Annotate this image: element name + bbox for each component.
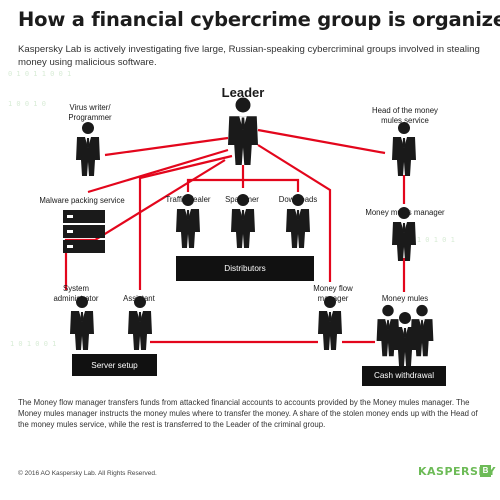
money-mules-manager-label: Money mules manager — [365, 208, 445, 217]
head-money-mules-figure — [392, 122, 416, 176]
distributors-box — [176, 256, 314, 281]
connector-leader-malware — [87, 148, 229, 194]
head-money-mules-label: Head of the money mules service — [372, 106, 438, 125]
spammer-label: Spammer — [225, 195, 259, 204]
money-mule-figure — [393, 312, 417, 366]
copyright-text: © 2016 AO Kaspersky Lab. All Rights Rese… — [18, 470, 157, 477]
virus-writer-label: Virus writer/ Programmer — [68, 103, 112, 122]
system-admin-label: System administrator — [53, 284, 99, 303]
leader-figure — [228, 97, 258, 165]
spammer-figure — [231, 194, 255, 248]
malware-packing-label: Malware packing service — [39, 196, 125, 205]
cash-withdrawal-box-label: Cash withdrawal — [373, 371, 435, 380]
assistant-figure — [128, 296, 152, 350]
background-code: 1 0 0 1 0 — [8, 100, 46, 108]
kaspersky-logo-badge: B — [480, 465, 491, 477]
page-subtitle: Kaspersky Lab is actively investigating … — [18, 44, 480, 68]
background-code: 0 1 0 1 1 0 0 1 — [8, 70, 72, 78]
page-title: How a financial cybercrime group is orga… — [18, 8, 500, 31]
traffic-dealer-figure — [176, 194, 200, 248]
connector-to-traffic-dealer — [186, 178, 243, 192]
assistant-label: Assistant — [123, 294, 155, 303]
distributors-box-label: Distributors — [224, 264, 266, 273]
kaspersky-logo: KASPERSKY — [418, 465, 496, 478]
footer-description: The Money flow manager transfers funds f… — [18, 398, 478, 429]
connector-leader-assistant — [138, 154, 233, 290]
money-flow-manager-figure — [318, 296, 342, 350]
virus-writer-figure — [76, 122, 100, 176]
background-code: 1 0 1 0 0 1 — [10, 340, 57, 348]
money-mules-manager-figure — [392, 207, 416, 261]
system-admin-figure — [70, 296, 94, 350]
money-mules-label: Money mules — [381, 294, 429, 303]
server-rack-icon — [63, 210, 105, 253]
connectors — [64, 128, 406, 344]
server-setup-box-label: Server setup — [91, 361, 138, 370]
background-code: 0 1 1 0 1 0 1 — [400, 236, 455, 244]
downloads-label: Downloads — [278, 195, 318, 204]
downloads-figure — [286, 194, 310, 248]
connector-leader-moneyflow — [257, 144, 332, 282]
connector-to-downloads — [243, 178, 300, 192]
cash-withdrawal-box — [362, 366, 446, 386]
leader-label: Leader — [221, 85, 265, 100]
connector-leader-virus-writer — [104, 136, 229, 157]
connector-leader-head-mules — [257, 128, 386, 155]
traffic-dealer-label: Traffic dealer — [165, 195, 211, 204]
money-flow-manager-label: Money flow manager — [313, 284, 353, 303]
server-setup-box — [72, 354, 157, 376]
